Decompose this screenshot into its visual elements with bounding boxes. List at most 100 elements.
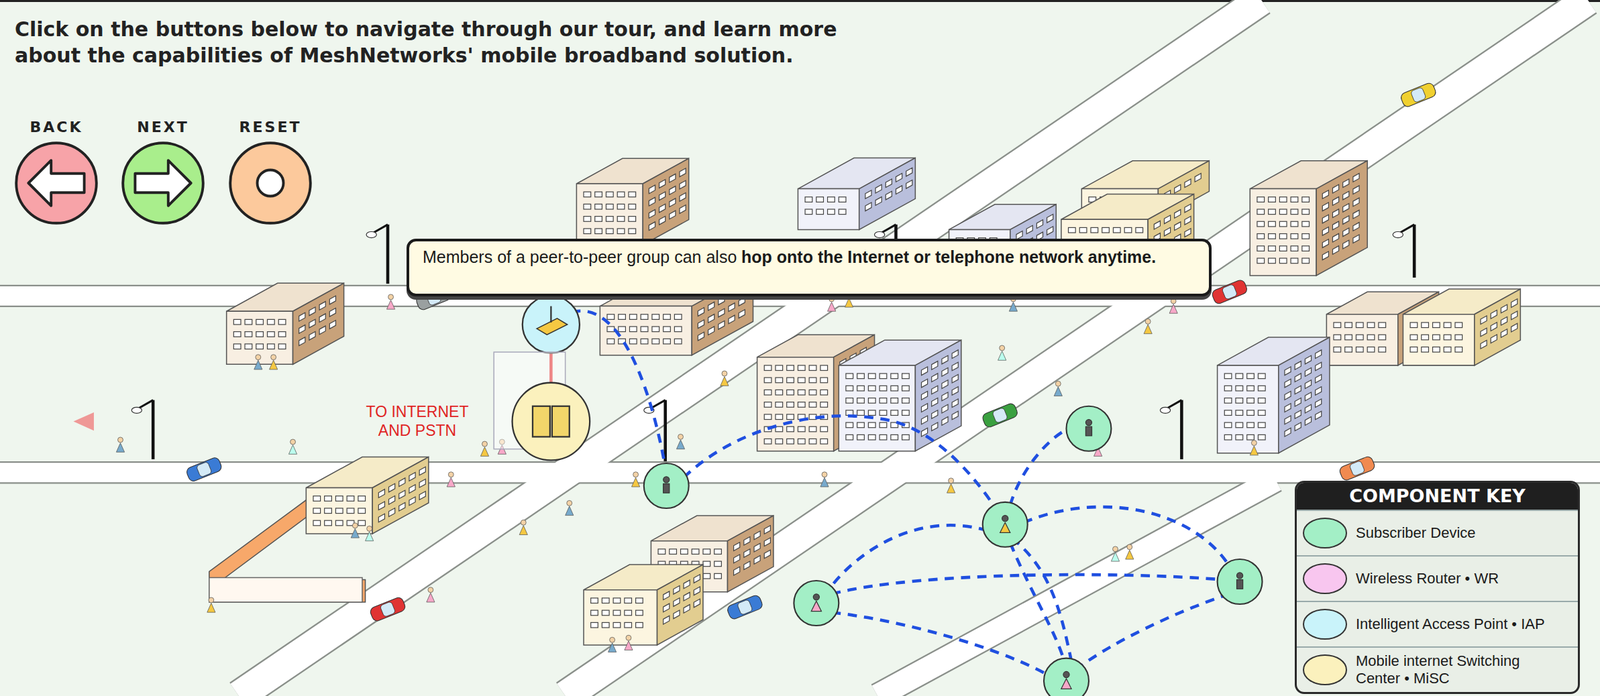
building	[1249, 161, 1368, 276]
window	[1257, 221, 1265, 227]
building	[583, 564, 704, 646]
body	[1008, 302, 1018, 312]
window	[1455, 322, 1463, 329]
window	[890, 410, 899, 416]
window	[895, 173, 902, 183]
lamp-arm	[373, 224, 388, 233]
window	[1322, 214, 1329, 224]
window	[607, 338, 615, 345]
window	[1247, 410, 1255, 416]
window	[1332, 221, 1339, 231]
window	[669, 549, 677, 555]
window	[324, 496, 333, 502]
window	[1294, 361, 1301, 371]
callout-text: hop onto the Internet or telephone netwo…	[741, 247, 1156, 267]
window	[1304, 380, 1311, 390]
car	[185, 456, 223, 484]
window	[906, 179, 913, 189]
window	[714, 561, 722, 567]
window	[1247, 422, 1255, 429]
head	[520, 519, 526, 526]
window	[635, 598, 644, 604]
window	[319, 301, 326, 311]
building	[226, 158, 1521, 646]
window	[902, 398, 910, 404]
window	[256, 332, 264, 338]
head	[678, 434, 684, 440]
car	[1210, 279, 1249, 306]
window	[1343, 203, 1350, 212]
window	[1332, 233, 1339, 243]
window	[1500, 304, 1507, 314]
window	[313, 520, 321, 526]
window	[1378, 322, 1386, 329]
window	[1257, 258, 1265, 264]
car	[725, 594, 764, 621]
window	[648, 209, 655, 219]
window	[764, 365, 772, 371]
window	[718, 308, 725, 318]
window	[1343, 191, 1350, 200]
window	[335, 508, 343, 514]
window	[683, 580, 690, 590]
window	[718, 296, 725, 306]
window	[683, 592, 690, 602]
window	[816, 209, 824, 215]
window	[378, 501, 385, 511]
window	[733, 566, 740, 576]
window	[693, 574, 700, 584]
window	[233, 344, 241, 350]
window	[669, 210, 676, 220]
window	[613, 598, 621, 604]
window	[1294, 385, 1301, 395]
window	[673, 598, 680, 608]
window	[389, 483, 396, 493]
window	[358, 496, 366, 502]
legend-swatch	[1300, 516, 1350, 551]
pedestrian	[676, 434, 685, 449]
window	[786, 365, 795, 371]
button-disc	[230, 142, 311, 224]
road-edge	[565, 0, 1588, 696]
window	[313, 496, 321, 502]
legend-row: Subscriber Device	[1296, 509, 1578, 556]
window	[1490, 310, 1497, 320]
window	[1480, 328, 1487, 337]
pedestrian	[116, 292, 1258, 653]
head	[255, 354, 261, 361]
window	[628, 216, 636, 223]
window	[613, 622, 621, 628]
button-circle	[12, 139, 100, 227]
pedestrian	[1249, 440, 1258, 456]
window	[1353, 209, 1360, 219]
device-user	[813, 594, 820, 601]
body	[480, 447, 489, 457]
window	[797, 402, 806, 408]
window	[313, 508, 321, 514]
window	[1026, 225, 1033, 235]
window	[1235, 422, 1244, 429]
window	[1353, 185, 1360, 195]
window	[868, 385, 876, 392]
window	[1333, 346, 1342, 353]
window	[648, 197, 655, 206]
button-label: NEXT	[112, 118, 214, 137]
building	[226, 283, 345, 365]
window	[1224, 373, 1232, 380]
window	[857, 434, 865, 441]
window	[648, 185, 655, 194]
window	[1294, 410, 1301, 420]
window	[1294, 397, 1301, 407]
button-circle	[119, 139, 207, 227]
window	[786, 438, 795, 445]
window	[941, 355, 948, 365]
pedestrian	[519, 519, 528, 535]
legend-swatch	[1300, 653, 1350, 687]
window	[1511, 323, 1518, 333]
pedestrian	[1169, 298, 1178, 314]
window	[1247, 385, 1255, 392]
window	[595, 228, 603, 235]
window	[591, 598, 599, 604]
window	[1304, 404, 1311, 414]
window	[1247, 434, 1255, 441]
